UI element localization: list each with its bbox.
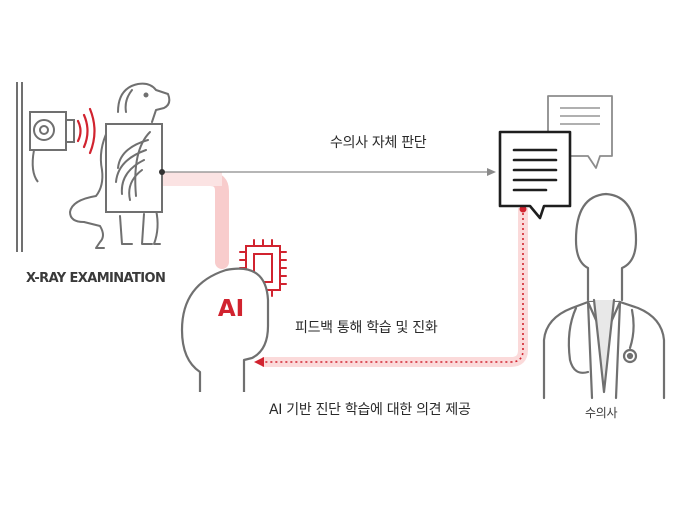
- veterinarian-label: 수의사: [585, 406, 618, 420]
- opinion-path-dotted: [262, 208, 524, 363]
- dog-icon: [69, 82, 171, 249]
- radiation-waves-icon: [76, 107, 96, 155]
- xray-node-dot: [159, 169, 165, 175]
- report-document-icon: [498, 130, 572, 220]
- dog-ribcage-icon: [115, 131, 151, 201]
- xray-to-ai-shadow: [162, 172, 222, 186]
- xray-film-frame: [105, 123, 163, 213]
- veterinarian-icon: [542, 192, 666, 400]
- opinion-path-glow: [262, 208, 528, 367]
- opinion-label: AI 기반 진단 학습에 대한 의견 제공: [269, 402, 471, 418]
- self-judgment-label: 수의사 자체 판단: [330, 135, 427, 151]
- xray-examination-label: X-RAY EXAMINATION: [26, 271, 166, 286]
- ai-label: AI: [217, 296, 245, 322]
- xray-machine-icon: [16, 82, 75, 252]
- ai-head-icon: [180, 267, 270, 392]
- ai-chip-icon: [239, 239, 287, 297]
- self-judgment-arrowhead: [487, 168, 496, 176]
- opinion-arrowhead: [254, 357, 264, 367]
- feedback-label: 피드백 통해 학습 및 진화: [295, 320, 438, 336]
- xray-to-ai-path: [155, 172, 229, 269]
